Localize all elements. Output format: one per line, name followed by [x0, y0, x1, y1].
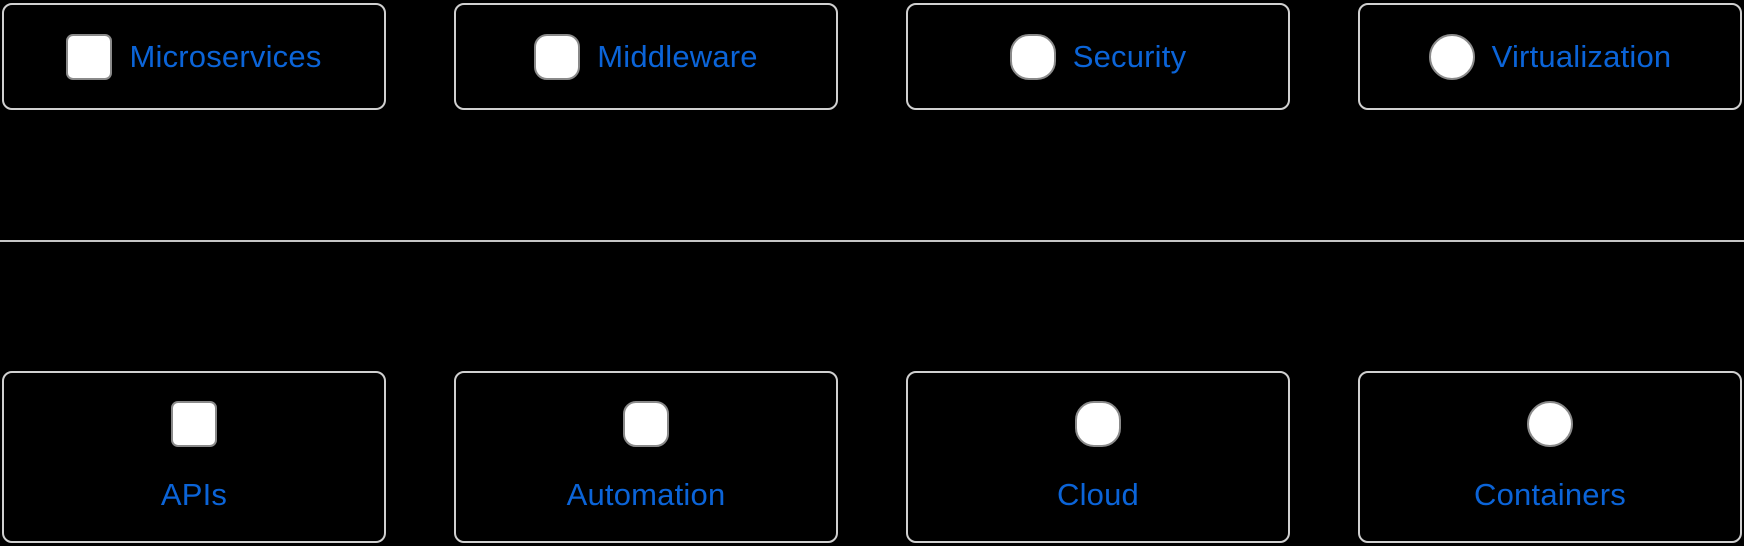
tile-row-horizontal: Microservices Middleware Security Virtua… [2, 3, 1742, 110]
tile-label: Microservices [129, 38, 322, 74]
tile-microservices[interactable]: Microservices [2, 3, 386, 110]
tile-label: Cloud [1057, 477, 1139, 512]
tile-containers[interactable]: Containers [1358, 371, 1742, 543]
checkbox-squircle-icon[interactable] [1075, 401, 1121, 447]
tile-apis[interactable]: APIs [2, 371, 386, 543]
tile-label: Middleware [597, 38, 758, 74]
tile-label: Virtualization [1491, 38, 1672, 74]
divider [0, 240, 1744, 242]
tile-row-vertical: APIs Automation Cloud Containers [2, 371, 1742, 543]
checkbox-rounded-icon[interactable] [534, 33, 581, 80]
tile-label: Automation [566, 477, 726, 512]
tile-automation[interactable]: Automation [454, 371, 838, 543]
tile-label: Containers [1474, 477, 1626, 512]
tile-label: APIs [160, 477, 228, 512]
checkbox-square-icon[interactable] [66, 33, 113, 80]
tile-middleware[interactable]: Middleware [454, 3, 838, 110]
radio-circle-icon[interactable] [1527, 401, 1573, 447]
tile-security[interactable]: Security [906, 3, 1290, 110]
tile-label: Security [1072, 38, 1187, 74]
checkbox-square-icon[interactable] [171, 401, 217, 447]
radio-circle-icon[interactable] [1428, 33, 1475, 80]
checkbox-squircle-icon[interactable] [1009, 33, 1056, 80]
tile-cloud[interactable]: Cloud [906, 371, 1290, 543]
checkbox-rounded-icon[interactable] [623, 401, 669, 447]
tile-virtualization[interactable]: Virtualization [1358, 3, 1742, 110]
